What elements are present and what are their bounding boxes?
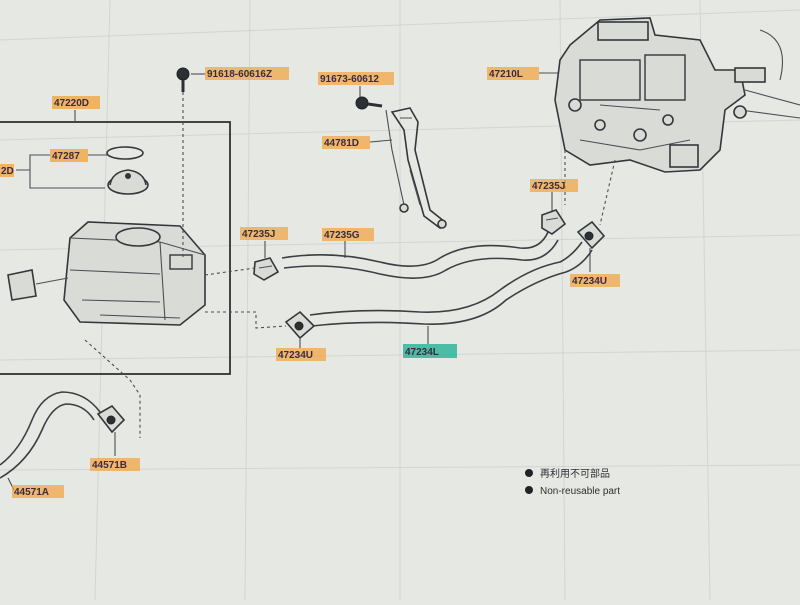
label-reservoir-assy: 47220D — [52, 96, 100, 109]
svg-text:44571A: 44571A — [14, 487, 49, 498]
bolt-bracket — [355, 96, 383, 110]
label-clip-left: 47235J — [240, 227, 288, 240]
svg-text:44781D: 44781D — [324, 138, 359, 149]
svg-text:47234L: 47234L — [405, 347, 439, 358]
svg-text:47234U: 47234U — [278, 350, 313, 361]
svg-text:47235J: 47235J — [242, 229, 275, 240]
label-hose-bottom: 44571A — [12, 485, 64, 498]
legend: 再利用不可部品 Non-reusable part — [525, 467, 620, 497]
bracket — [385, 107, 447, 230]
bolt-top — [176, 67, 190, 92]
legend-chinese: 再利用不可部品 — [540, 467, 610, 480]
label-bolt-top: 91618-60616Z — [205, 67, 289, 80]
svg-text:47235G: 47235G — [324, 230, 360, 241]
label-bracket: 44781D — [322, 136, 370, 149]
label-clip-right: 47235J — [530, 179, 578, 192]
label-bolt-bracket: 91673-60612 — [318, 72, 394, 85]
label-clip-bottom: 44571B — [90, 458, 140, 471]
svg-text:47220D: 47220D — [54, 98, 89, 109]
clamp-left — [284, 310, 316, 340]
label-clamp-right: 47234U — [570, 274, 620, 287]
svg-text:91618-60616Z: 91618-60616Z — [207, 69, 272, 80]
label-reservoir-cap: 47287 — [50, 149, 88, 162]
cap-gasket — [106, 146, 144, 160]
svg-text:44571B: 44571B — [92, 460, 127, 471]
legend-english: Non-reusable part — [540, 486, 620, 497]
hose-upper — [281, 231, 559, 279]
svg-text:47210L: 47210L — [489, 69, 523, 80]
legend-dot-chinese — [525, 469, 533, 477]
svg-text:47235J: 47235J — [532, 181, 565, 192]
legend-dot-english — [525, 486, 533, 494]
master-cylinder-assembly — [554, 17, 800, 173]
hose-lower — [309, 241, 593, 327]
label-hose-upper: 47235G — [322, 228, 374, 241]
label-left-cutoff: 2D — [0, 164, 14, 177]
clip-left — [253, 257, 280, 281]
reservoir-cap — [107, 169, 149, 195]
reservoir-group-box — [0, 121, 231, 375]
label-master-cylinder: 47210L — [487, 67, 539, 80]
svg-text:2D: 2D — [1, 166, 14, 177]
reservoir-sensor-plate — [7, 269, 37, 301]
clamp-right — [576, 220, 606, 250]
svg-text:47287: 47287 — [52, 151, 80, 162]
clip-bottom — [96, 404, 126, 434]
label-hose-lower: 47234L — [403, 344, 457, 358]
reservoir-tank — [63, 221, 206, 326]
svg-text:91673-60612: 91673-60612 — [320, 74, 379, 85]
svg-text:47234U: 47234U — [572, 276, 607, 287]
hose-bottom — [0, 391, 101, 479]
label-clamp-left: 47234U — [276, 348, 326, 361]
clip-right — [541, 209, 567, 235]
